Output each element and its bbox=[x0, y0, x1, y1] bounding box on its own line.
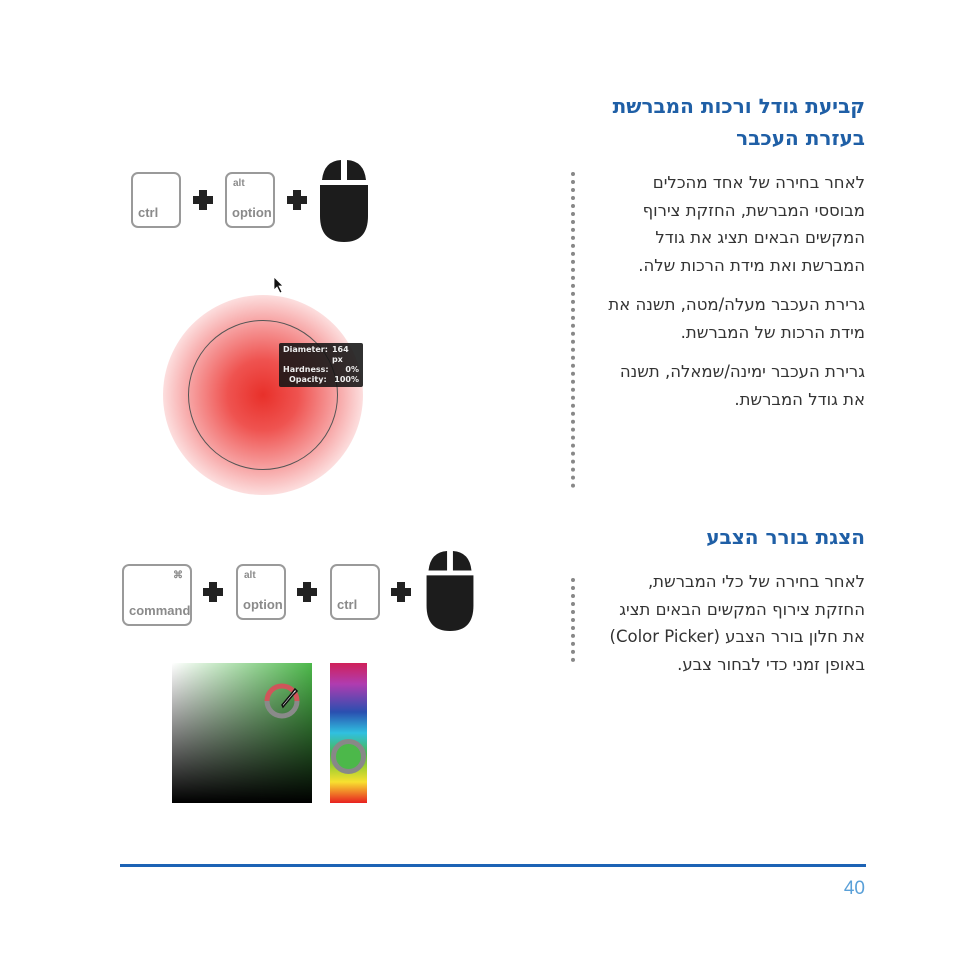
plus-icon bbox=[287, 190, 307, 210]
plus-icon bbox=[297, 582, 317, 602]
key-label: option bbox=[232, 205, 272, 220]
text-line: באופן זמני כדי לבחור צבע. bbox=[677, 654, 865, 674]
title-line: בעזרת העכבר bbox=[736, 126, 865, 150]
text-line: מבוססי המברשת, החזקת צירוף bbox=[642, 200, 865, 220]
key-label: ctrl bbox=[337, 597, 358, 612]
text-line: גרירת העכבר ימינה/שמאלה, תשנה bbox=[619, 362, 865, 381]
key-top-label: alt bbox=[233, 178, 245, 189]
hue-slider-handle[interactable] bbox=[331, 739, 366, 774]
dotted-divider bbox=[571, 172, 575, 488]
paragraph: לאחר בחירה של אחד מהכלים מבוססי המברשת, … bbox=[575, 169, 865, 279]
brush-outline bbox=[188, 320, 338, 470]
plus-icon bbox=[203, 582, 223, 602]
key-command: ⌘ command bbox=[122, 564, 192, 626]
plus-icon bbox=[193, 190, 213, 210]
dotted-divider bbox=[571, 578, 575, 662]
mouse-icon bbox=[320, 160, 368, 242]
tooltip-value: 164 px bbox=[331, 345, 349, 364]
color-field[interactable] bbox=[172, 663, 312, 803]
command-symbol-icon: ⌘ bbox=[173, 570, 183, 581]
mouse-icon bbox=[426, 550, 474, 632]
paragraph: גרירת העכבר ימינה/שמאלה, תשנה את גודל המ… bbox=[575, 358, 865, 413]
text-line: גרירת העכבר מעלה/מטה, תשנה את bbox=[608, 295, 865, 314]
tooltip-label: Diameter: bbox=[283, 345, 328, 354]
eyedropper-icon bbox=[281, 687, 299, 709]
section2-body: לאחר בחירה של כלי המברשת, החזקת צירוף המ… bbox=[575, 568, 865, 690]
text-line: את חלון בורר הצבע (Color Picker) bbox=[609, 627, 865, 646]
text-line: לאחר בחירה של אחד מהכלים bbox=[652, 173, 865, 192]
text-line: מידת הרכות של המברשת. bbox=[680, 322, 865, 342]
key-ctrl: ctrl bbox=[131, 172, 181, 228]
key-option: alt option bbox=[225, 172, 275, 228]
section1-body: לאחר בחירה של אחד מהכלים מבוססי המברשת, … bbox=[575, 169, 865, 425]
key-label: ctrl bbox=[138, 205, 159, 220]
key-label: option bbox=[243, 597, 283, 612]
section2-title: הצגת בורר הצבע bbox=[565, 521, 865, 553]
title-line: הצגת בורר הצבע bbox=[706, 525, 865, 549]
section1-title: קביעת גודל ורכות המברשת בעזרת העכבר bbox=[565, 90, 865, 154]
color-sampler-ring bbox=[264, 683, 300, 719]
cursor-arrow-icon bbox=[273, 276, 284, 294]
tooltip-label: Hardness: bbox=[283, 365, 329, 374]
brush-info-tooltip: Diameter:164 px Hardness: 0% Opacity: 100% bbox=[279, 343, 363, 387]
paragraph: לאחר בחירה של כלי המברשת, החזקת צירוף המ… bbox=[575, 568, 865, 678]
tooltip-value: 0% bbox=[345, 365, 359, 374]
text-line: החזקת צירוף המקשים הבאים תציג bbox=[619, 599, 865, 619]
text-line: לאחר בחירה של כלי המברשת, bbox=[647, 572, 865, 591]
key-option: alt option bbox=[236, 564, 286, 620]
text-line: את גודל המברשת. bbox=[734, 389, 865, 409]
key-ctrl: ctrl bbox=[330, 564, 380, 620]
title-line: קביעת גודל ורכות המברשת bbox=[612, 94, 865, 118]
hue-slider[interactable] bbox=[330, 663, 367, 803]
page-number: 40 bbox=[843, 878, 865, 899]
footer-rule bbox=[120, 864, 866, 867]
text-line: המקשים הבאים תציג את גודל bbox=[655, 228, 865, 247]
paragraph: גרירת העכבר מעלה/מטה, תשנה את מידת הרכות… bbox=[575, 291, 865, 346]
key-top-label: alt bbox=[244, 570, 256, 581]
text-line: המברשת ואת מידת הרכות שלה. bbox=[638, 255, 865, 275]
tooltip-value: 100% bbox=[334, 375, 359, 384]
tooltip-label: Opacity: bbox=[289, 375, 327, 384]
key-label: command bbox=[129, 603, 191, 618]
plus-icon bbox=[391, 582, 411, 602]
